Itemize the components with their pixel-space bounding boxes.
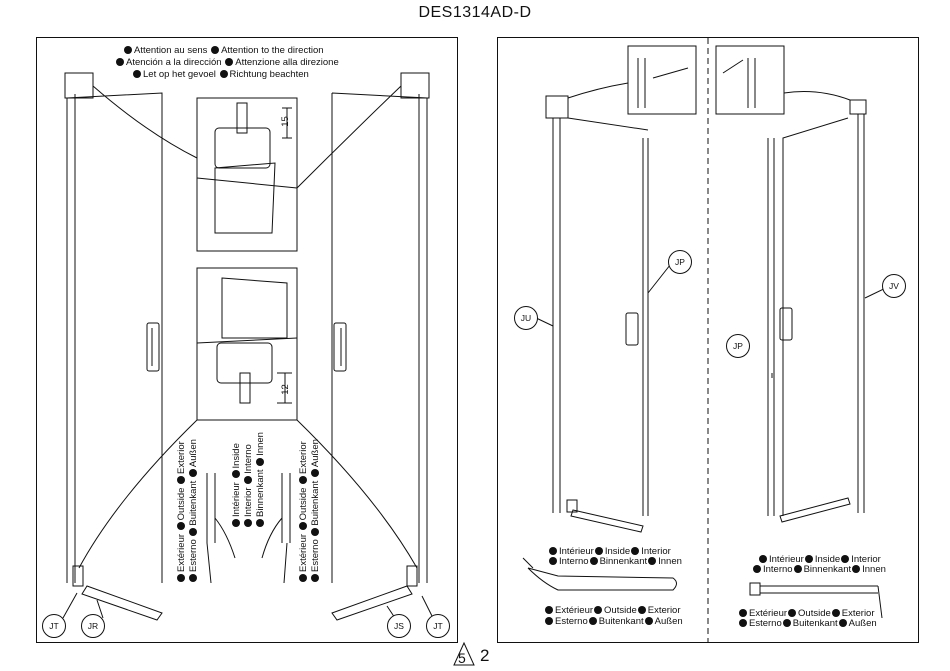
tag-js: JS: [387, 614, 411, 638]
attention-line-1: Attention au sens Attention to the direc…: [123, 45, 324, 56]
tag-jt-right: JT: [426, 614, 450, 638]
outside-label-left-2: Esterno Buitenkant Außen: [188, 439, 199, 583]
page-number: 2: [480, 646, 490, 665]
right-panel-drawing: [522, 38, 891, 642]
dimension-top: 15: [279, 116, 291, 127]
dimension-bottom: 12: [279, 384, 291, 395]
tag-ju: JU: [514, 306, 538, 330]
tag-jr: JR: [81, 614, 105, 638]
outside-label-right-2: Esterno Buitenkant Außen: [310, 439, 321, 583]
left-panel-drawing: [62, 72, 434, 621]
inside-label-left-3: Binnenkant Innen: [255, 432, 266, 528]
page-triangle-icon: [453, 641, 475, 666]
page-number-boxed: 5: [458, 650, 466, 666]
tag-jt-left: JT: [42, 614, 66, 638]
tag-jv: JV: [882, 274, 906, 298]
tag-jp-left: JP: [668, 250, 692, 274]
inside-label-left-1: Intérieur Inside: [231, 443, 242, 528]
attention-line-3: Let op het gevoel Richtung beachten: [132, 69, 309, 80]
document-title: DES1314AD-D: [418, 4, 532, 21]
left-instruction-panel: Attention au sens Attention to the direc…: [36, 37, 458, 643]
tag-jp-right: JP: [726, 334, 750, 358]
outside-label-left-1: Extérieur Outside Exterior: [176, 441, 187, 583]
outside-label-right-1: Extérieur Outside Exterior: [298, 441, 309, 583]
inside-label-left-2: Interior Interno: [243, 444, 254, 528]
attention-line-2: Atención a la dirección Attenzione alla …: [115, 57, 339, 68]
